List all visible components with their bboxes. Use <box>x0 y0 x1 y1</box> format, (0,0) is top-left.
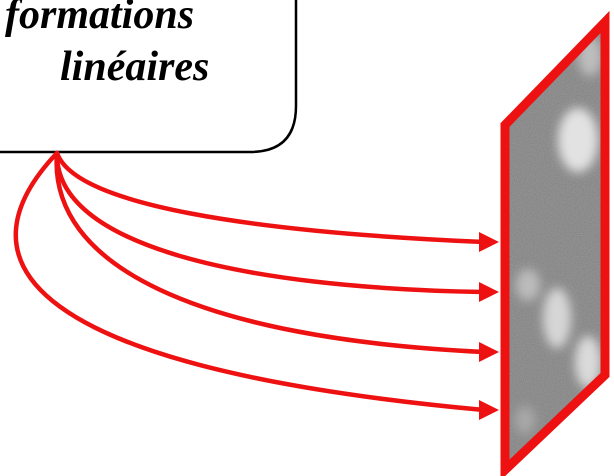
arrow-1-line <box>57 153 484 242</box>
arrow-1-head <box>479 232 499 252</box>
arrow-2-line <box>57 153 484 292</box>
image-blob-1 <box>558 108 598 172</box>
text-box: formations linéaires <box>0 0 296 152</box>
image-blob-2 <box>543 288 571 348</box>
arrows <box>16 153 484 410</box>
image-blob-6 <box>515 406 535 434</box>
arrow-3-line <box>57 153 484 352</box>
arrow-3-head <box>479 342 499 362</box>
arrow-4-head <box>479 400 499 420</box>
text-box-line-2: linéaires <box>60 44 209 90</box>
arrowheads <box>479 232 499 420</box>
image-panel <box>500 20 610 475</box>
image-noise <box>500 20 610 475</box>
image-blob-5 <box>516 269 540 301</box>
arrow-2-head <box>479 282 499 302</box>
arrow-4-line <box>16 153 484 410</box>
text-box-line-1: formations <box>5 0 194 38</box>
